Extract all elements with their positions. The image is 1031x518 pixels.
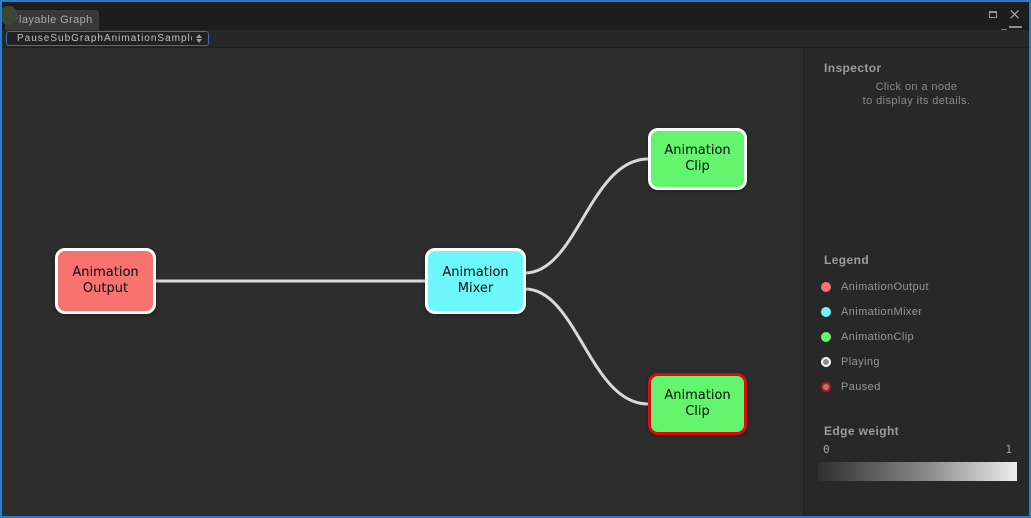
edge-weight-scale: 0 1 — [818, 443, 1017, 456]
main-area: Animation Output Animation Mixer Animati… — [2, 48, 1029, 516]
node-animation-clip-top[interactable]: Animation Clip — [648, 128, 747, 190]
toolbar: PauseSubGraphAnimationSample — [2, 30, 1029, 48]
legend-dot-green — [821, 331, 831, 342]
node-label: Animation — [664, 143, 731, 158]
edge-weight-heading: Edge weight — [824, 424, 900, 438]
edge-mixer-to-clip-bottom — [523, 287, 650, 406]
graph-selector-dropdown[interactable]: PauseSubGraphAnimationSample — [6, 31, 209, 46]
legend-item-animation-output: AnimationOutput — [821, 274, 1019, 299]
window-controls: × — [987, 5, 1021, 23]
legend-item-paused: Paused — [821, 374, 1019, 399]
node-animation-mixer[interactable]: Animation Mixer — [425, 248, 526, 314]
dropdown-arrows-icon — [196, 34, 202, 43]
tab-playable-graph[interactable]: Playable Graph — [5, 10, 99, 30]
close-button[interactable]: × — [1008, 5, 1021, 23]
maximize-button[interactable] — [987, 8, 999, 20]
legend-dot-cyan — [821, 306, 831, 317]
node-label: Animation — [442, 265, 509, 280]
legend-item-animation-clip: AnimationClip — [821, 324, 1019, 349]
legend: AnimationOutput AnimationMixer Animation… — [821, 274, 1019, 399]
node-label: Clip — [685, 404, 710, 419]
edge-weight-gradient-bar — [818, 462, 1017, 481]
edge-weight-min: 0 — [823, 443, 830, 456]
inspector-hint: Click on a node to display its details. — [862, 81, 971, 107]
inspector-heading: Inspector — [824, 61, 882, 75]
maximize-icon — [989, 10, 998, 18]
node-animation-clip-bottom-paused[interactable]: Animation Clip — [648, 373, 747, 435]
legend-dot-red — [821, 281, 831, 292]
graph-canvas[interactable]: Animation Output Animation Mixer Animati… — [2, 48, 803, 516]
graph-selector-value: PauseSubGraphAnimationSample — [17, 33, 192, 44]
node-animation-output[interactable]: Animation Output — [55, 248, 156, 314]
edge-weight-max: 1 — [1005, 443, 1012, 456]
node-label: Animation — [72, 265, 139, 280]
tab-label: Playable Graph — [11, 14, 93, 26]
close-icon: × — [1008, 5, 1021, 23]
legend-item-animation-mixer: AnimationMixer — [821, 299, 1019, 324]
node-label: Mixer — [457, 281, 494, 296]
legend-item-playing: Playing — [821, 349, 1019, 374]
node-label: Animation — [664, 388, 731, 403]
graph-edges — [155, 157, 650, 406]
legend-heading: Legend — [824, 253, 870, 267]
edge-mixer-to-clip-top — [523, 157, 650, 275]
legend-dot-playing — [821, 356, 831, 367]
node-label: Output — [82, 281, 129, 296]
window-icon-dot — [2, 6, 18, 25]
inspector-panel: Inspector Click on a node to display its… — [803, 48, 1029, 516]
legend-dot-paused — [821, 381, 831, 392]
titlebar: Playable Graph × — [2, 2, 1029, 35]
node-label: Clip — [685, 159, 710, 174]
